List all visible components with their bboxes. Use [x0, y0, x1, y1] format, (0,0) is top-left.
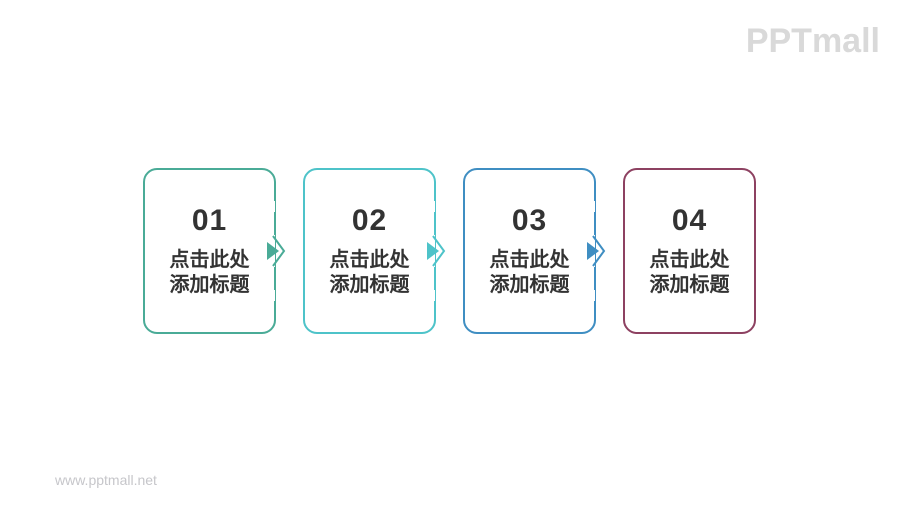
- process-steps: 01 点击此处 添加标题 02 点击此处 添加标题: [143, 168, 756, 334]
- arrow-right-icon: [582, 201, 606, 301]
- step-number: 02: [351, 204, 388, 237]
- step-card-2[interactable]: 02 点击此处 添加标题: [303, 168, 446, 334]
- step-card-4[interactable]: 04 点击此处 添加标题: [623, 168, 756, 334]
- step-title-line1: 点击此处: [329, 249, 410, 271]
- step-title-placeholder[interactable]: 点击此处 添加标题: [650, 248, 730, 298]
- step-title-line1: 点击此处: [489, 249, 570, 271]
- step-title-placeholder[interactable]: 点击此处 添加标题: [490, 248, 570, 298]
- step-title-line2: 添加标题: [169, 274, 250, 296]
- step-card-1[interactable]: 01 点击此处 添加标题: [143, 168, 286, 334]
- pptmall-logo: PPTmall: [745, 22, 880, 60]
- watermark-url: www.pptmall.net: [55, 472, 157, 488]
- step-title-placeholder[interactable]: 点击此处 添加标题: [170, 248, 250, 298]
- step-number: 01: [191, 204, 228, 237]
- arrow-right-icon: [262, 201, 286, 301]
- step-title-line1: 点击此处: [169, 249, 250, 271]
- step-title-line2: 添加标题: [329, 274, 410, 296]
- step-number: 03: [511, 204, 548, 237]
- step-title-line2: 添加标题: [489, 274, 570, 296]
- step-title-line1: 点击此处: [649, 249, 730, 271]
- step-title-line2: 添加标题: [649, 274, 730, 296]
- arrow-right-icon: [422, 201, 446, 301]
- step-title-placeholder[interactable]: 点击此处 添加标题: [330, 248, 410, 298]
- step-number: 04: [671, 204, 708, 237]
- step-card-3[interactable]: 03 点击此处 添加标题: [463, 168, 606, 334]
